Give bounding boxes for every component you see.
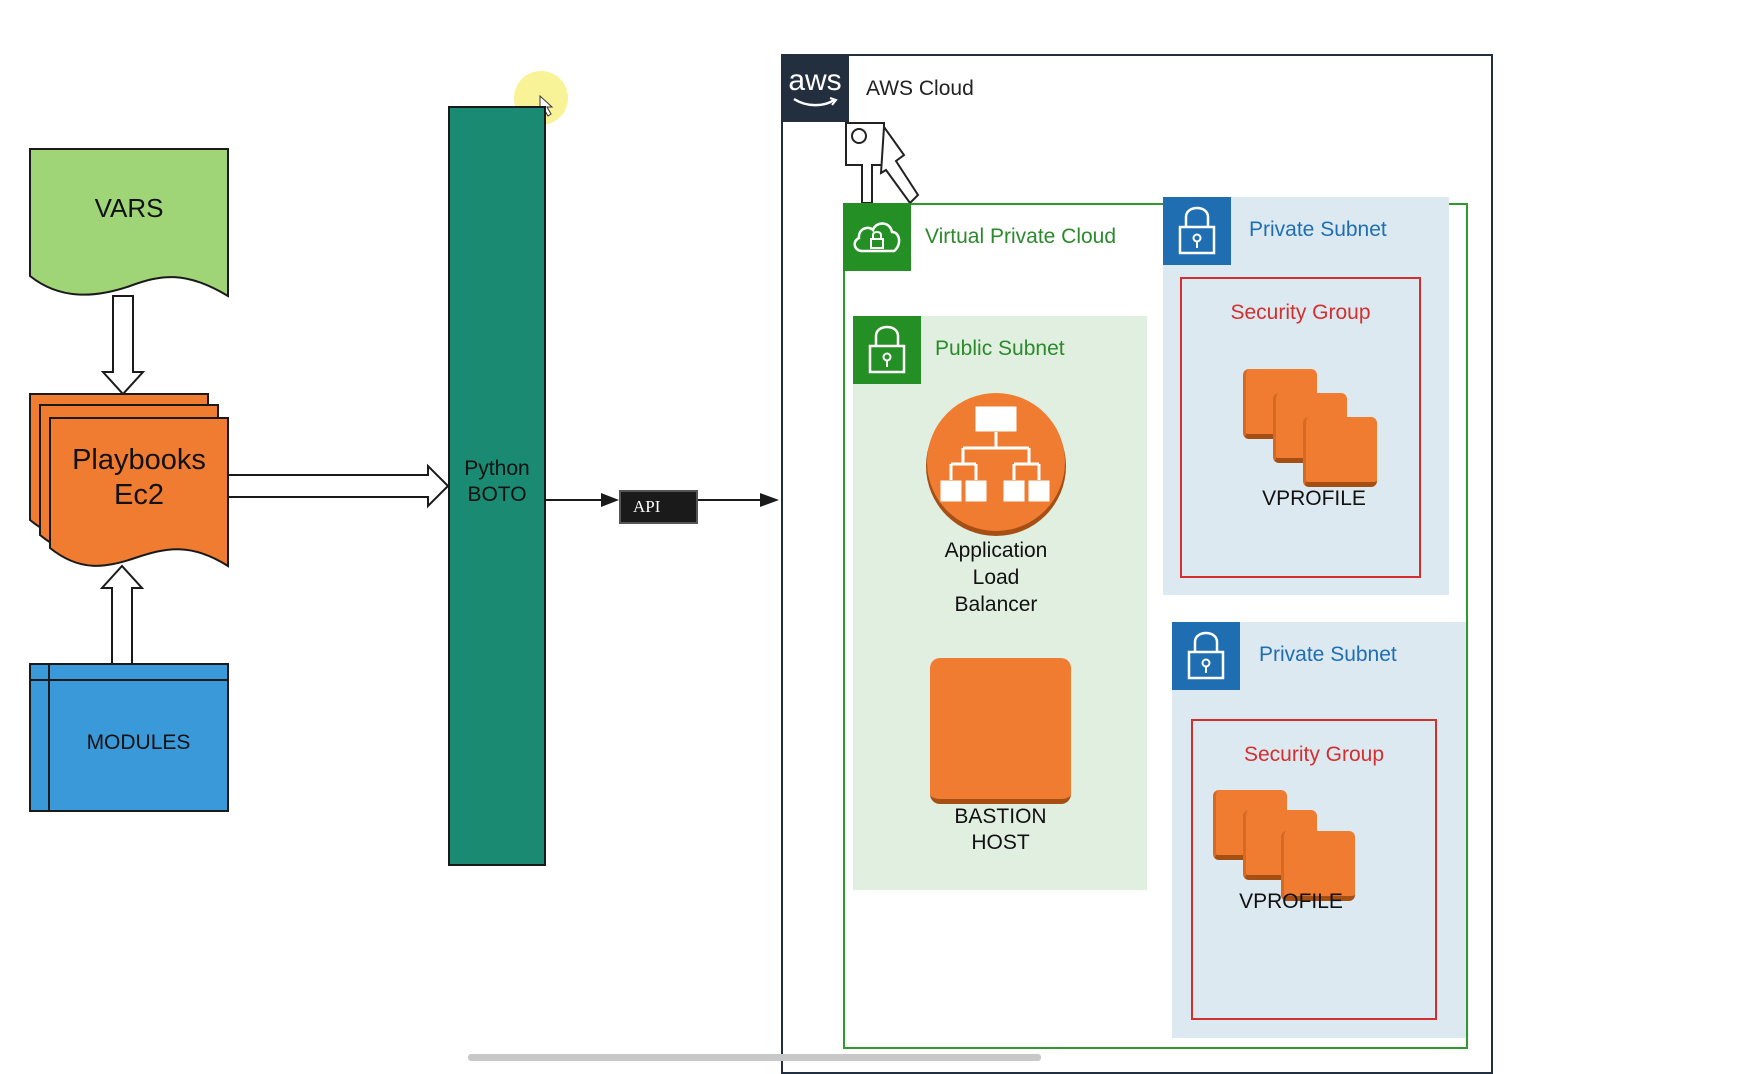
private-subnet-2-label: Private Subnet [1259, 643, 1397, 666]
playbooks-label-line1: Playbooks [72, 444, 206, 476]
bastion-host-instance [930, 658, 1071, 804]
aws-cloud-label: AWS Cloud [866, 77, 974, 100]
boto-line2: BOTO [467, 483, 527, 506]
vars-document-shape [29, 148, 229, 298]
public-subnet-label: Public Subnet [935, 337, 1065, 360]
bastion-label: BASTION HOST [920, 804, 1081, 856]
alb-label-line1: Application [944, 539, 1048, 562]
aws-logo-text: aws [788, 64, 842, 97]
bastion-label-line2: HOST [971, 831, 1030, 854]
vars-to-playbooks-arrow [100, 295, 146, 396]
private-subnet-1-label: Private Subnet [1249, 218, 1387, 241]
security-group-1-label: Security Group [1230, 301, 1371, 324]
load-balancer-icon [926, 393, 1066, 536]
alb-label: Application Load Balancer [920, 537, 1072, 618]
modules-box [29, 663, 229, 812]
alb-label-line3: Balancer [954, 593, 1038, 616]
playbooks-label-line2: Ec2 [114, 479, 164, 511]
vprofile-1-label: VPROFILE [1262, 487, 1366, 510]
public-subnet-lock-icon [868, 325, 906, 374]
python-boto-bar [448, 106, 546, 866]
bastion-label-line1: BASTION [954, 805, 1047, 828]
api-box: API [619, 490, 698, 524]
vpc-group [843, 203, 1468, 1049]
private-subnet-2-lock-icon [1187, 631, 1225, 680]
modules-to-playbooks-arrow [99, 564, 145, 665]
alb-label-line2: Load [972, 566, 1020, 589]
boto-line1: Python [464, 457, 530, 480]
security-group-1 [1180, 277, 1421, 578]
vprofile-2-instance-front [1281, 831, 1355, 901]
keys-icon [845, 122, 920, 205]
private-subnet-1-lock-icon [1178, 206, 1216, 255]
vprofile-1-instance-front [1303, 417, 1377, 487]
cloud-lock-icon [853, 222, 901, 253]
vars-label: VARS [94, 193, 164, 223]
security-group-2 [1191, 719, 1437, 1020]
modules-label: MODULES [86, 731, 191, 754]
aws-logo-badge [781, 54, 849, 122]
security-group-2-label: Security Group [1243, 743, 1385, 766]
aws-smile-icon [793, 97, 838, 107]
playbooks-to-boto-arrow [227, 463, 450, 509]
python-boto-label: Python BOTO [448, 456, 546, 508]
vprofile-2-label: VPROFILE [1239, 890, 1343, 913]
horizontal-scrollbar[interactable] [468, 1054, 1041, 1061]
playbooks-doc-front [49, 417, 229, 568]
vpc-label: Virtual Private Cloud [925, 225, 1117, 248]
